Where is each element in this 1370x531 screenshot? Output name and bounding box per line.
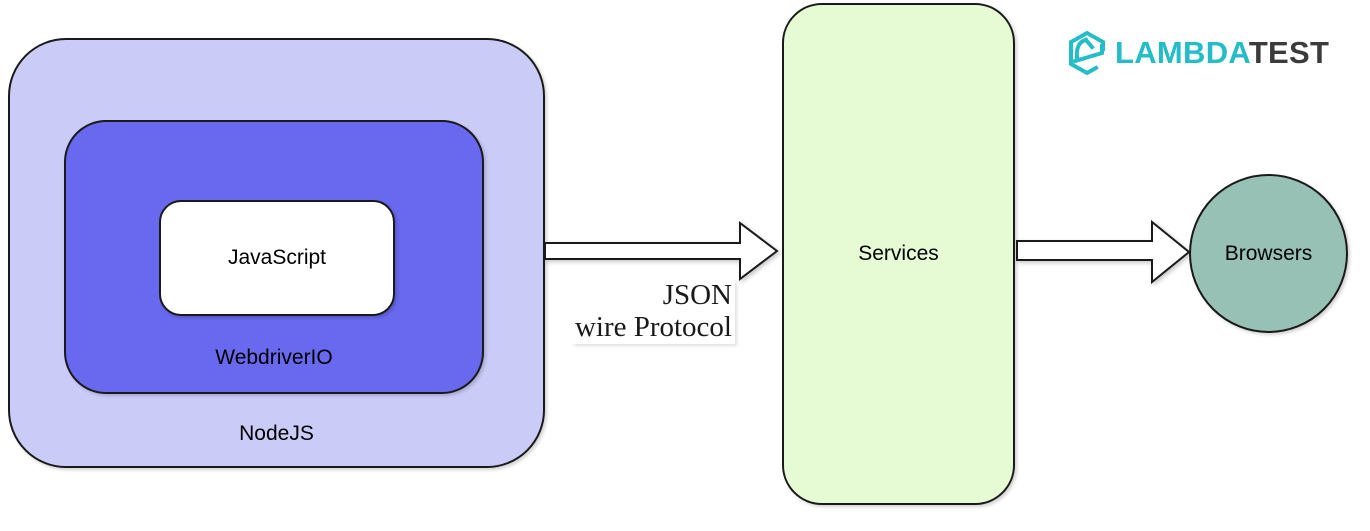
browsers-label: Browsers: [1224, 241, 1313, 265]
logo-text-lambda: LAMBDA: [1115, 35, 1249, 70]
javascript-box: JavaScript: [159, 200, 395, 316]
lambdatest-logo: LAMBDATEST: [1066, 30, 1329, 76]
lambdatest-hexagon-icon: [1069, 30, 1105, 76]
webdriverio-container: JavaScript WebdriverIO: [64, 120, 484, 394]
edge-label-line1: JSON: [659, 279, 735, 312]
arrow-nodejs-to-services: [544, 220, 779, 282]
json-wire-protocol-label: JSON wire Protocol: [545, 279, 735, 344]
nodejs-container: JavaScript WebdriverIO NodeJS: [8, 38, 545, 468]
services-label: Services: [858, 242, 939, 266]
javascript-label: JavaScript: [227, 246, 327, 270]
services-box: Services: [782, 3, 1015, 505]
webdriverio-label: WebdriverIO: [215, 345, 333, 369]
arrow-services-to-browsers: [1016, 219, 1191, 285]
edge-label-line2: wire Protocol: [571, 311, 735, 344]
logo-text-test: TEST: [1248, 35, 1330, 70]
browsers-circle: Browsers: [1189, 174, 1348, 333]
lambdatest-wordmark: LAMBDATEST: [1115, 35, 1329, 71]
nodejs-label: NodeJS: [239, 421, 314, 445]
